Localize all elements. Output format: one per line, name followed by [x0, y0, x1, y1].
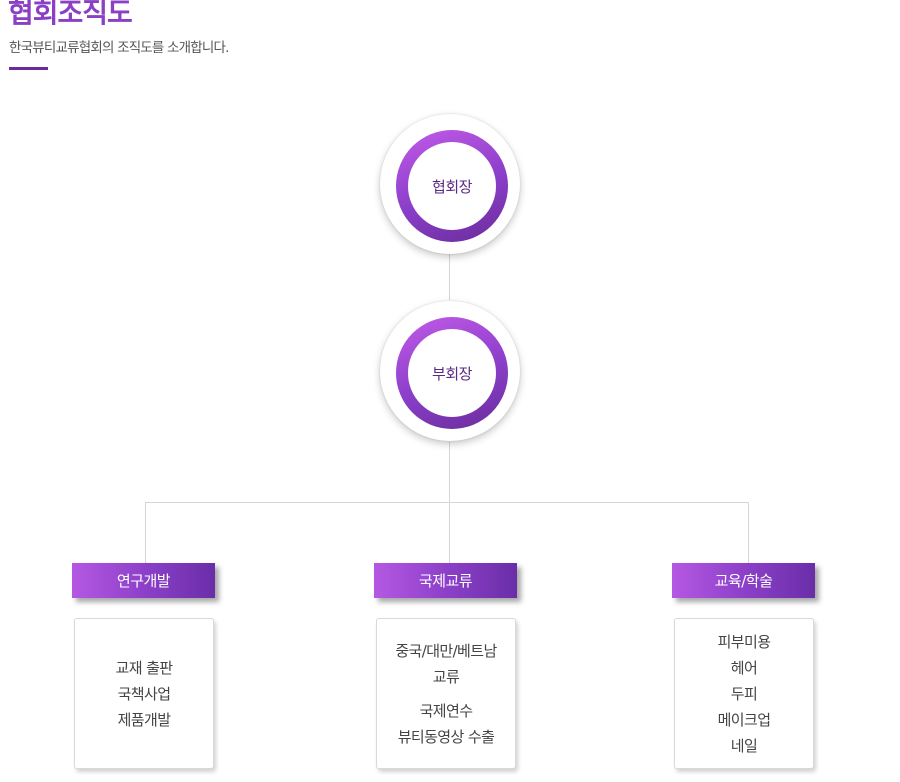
page-subtitle: 한국뷰티교류협회의 조직도를 소개합니다. [9, 40, 229, 56]
dept-item: 피부미용 [717, 632, 771, 651]
dept-item: 국제연수 [419, 701, 473, 720]
dept-box-international: 중국/대만/베트남 교류 국제연수 뷰티동영상 수출 [376, 618, 516, 769]
vice-president-node: 부회장 [380, 301, 520, 441]
president-node: 협회장 [380, 114, 520, 254]
dept-item: 국책사업 [117, 684, 171, 703]
dept-item: 교재 출판 [115, 658, 174, 677]
president-label: 협회장 [408, 142, 496, 230]
dept-label-international: 국제교류 [374, 563, 517, 598]
connector-branch-left [145, 502, 146, 564]
president-node-ring: 협회장 [396, 130, 508, 242]
dept-item: 뷰티동영상 수출 [397, 727, 495, 746]
vice-president-label: 부회장 [408, 329, 496, 417]
dept-item: 헤어 [730, 658, 758, 677]
page-title: 협회조직도 [8, 0, 133, 29]
connector-branch-center [449, 502, 450, 564]
dept-item: 네일 [730, 736, 758, 755]
dept-box-education: 피부미용 헤어 두피 메이크업 네일 [674, 618, 814, 769]
dept-label-education: 교육/학술 [672, 563, 815, 598]
dept-item: 제품개발 [117, 710, 171, 729]
dept-item: 교류 [432, 667, 460, 686]
connector-president-vice [449, 254, 450, 300]
connector-vice-branch [449, 442, 450, 503]
dept-item: 두피 [730, 684, 758, 703]
dept-label-research: 연구개발 [72, 563, 215, 598]
connector-branch-right [748, 502, 749, 564]
connector-branch-horizontal [145, 502, 749, 503]
dept-item: 중국/대만/베트남 [395, 641, 497, 660]
vice-president-node-ring: 부회장 [396, 317, 508, 429]
title-underline [9, 67, 48, 70]
dept-item: 메이크업 [717, 710, 771, 729]
dept-box-research: 교재 출판 국책사업 제품개발 [74, 618, 214, 769]
